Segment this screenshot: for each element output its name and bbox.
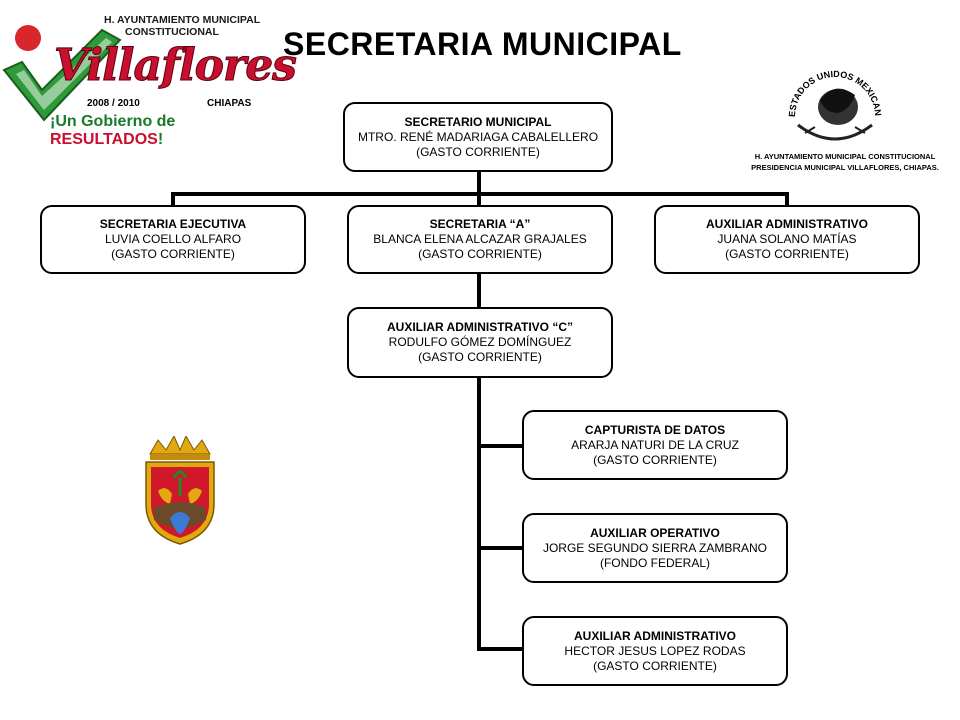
logo-slogan: ¡Un Gobierno de RESULTADOS!: [50, 113, 176, 148]
logo-line2: CONSTITUCIONAL: [125, 26, 219, 38]
org-box-secretaria-ejecutiva: SECRETARIA EJECUTIVA LUVIA COELLO ALFARO…: [40, 205, 306, 274]
connector-to-operativo: [477, 546, 523, 550]
connector-to-capturista: [477, 444, 523, 448]
org-box-capturista-de-datos: CAPTURISTA DE DATOS ARARJA NATURI DE LA …: [522, 410, 788, 480]
box-fund: (GASTO CORRIENTE): [593, 452, 717, 467]
box-title: SECRETARIA EJECUTIVA: [99, 217, 247, 231]
mexican-seal: ESTADOS UNIDOS MEXICANOS: [776, 47, 890, 155]
connector-vertical-branch: [477, 377, 481, 650]
connector-root-down: [477, 172, 481, 194]
box-fund: (GASTO CORRIENTE): [111, 247, 235, 261]
logo-state: CHIAPAS: [207, 98, 252, 109]
box-fund: (FONDO FEDERAL): [599, 555, 710, 570]
org-box-auxiliar-administrativo-bottom: AUXILIAR ADMINISTRATIVO HECTOR JESUS LOP…: [522, 616, 788, 686]
box-title: AUXILIAR ADMINISTRATIVO: [574, 628, 736, 643]
box-person: MTRO. RENÉ MADARIAGA CABALELLERO: [357, 129, 599, 144]
connector-drop-right: [785, 192, 789, 206]
box-fund: (GASTO CORRIENTE): [418, 350, 542, 364]
box-person: HECTOR JESUS LOPEZ RODAS: [564, 643, 746, 658]
org-box-secretario-municipal: SECRETARIO MUNICIPAL MTRO. RENÉ MADARIAG…: [343, 102, 613, 172]
connector-secA-to-auxC: [477, 273, 481, 308]
org-box-secretaria-a: SECRETARIA “A” BLANCA ELENA ALCAZAR GRAJ…: [347, 205, 613, 274]
logo-brand: Villaflores: [54, 40, 298, 92]
box-title: CAPTURISTA DE DATOS: [584, 422, 726, 437]
box-person: BLANCA ELENA ALCAZAR GRAJALES: [373, 232, 587, 246]
box-fund: (GASTO CORRIENTE): [725, 247, 849, 261]
villaflores-logo: H. AYUNTAMIENTO MUNICIPAL CONSTITUCIONAL…: [2, 12, 297, 148]
box-fund: (GASTO CORRIENTE): [418, 247, 542, 261]
chiapas-coat-of-arms-icon: [145, 436, 215, 545]
org-box-auxiliar-administrativo-top: AUXILIAR ADMINISTRATIVO JUANA SOLANO MAT…: [654, 205, 920, 274]
connector-to-admin-bottom: [477, 647, 523, 651]
seal-caption: H. AYUNTAMIENTO MUNICIPAL CONSTITUCIONAL…: [751, 152, 939, 172]
box-title: SECRETARIA “A”: [429, 217, 531, 231]
box-title: AUXILIAR OPERATIVO: [590, 525, 720, 540]
box-fund: (GASTO CORRIENTE): [593, 658, 717, 673]
page-title: SECRETARIA MUNICIPAL: [283, 26, 682, 62]
box-person: JORGE SEGUNDO SIERRA ZAMBRANO: [542, 540, 768, 555]
logo-years: 2008 / 2010: [87, 98, 140, 109]
logo-line1: H. AYUNTAMIENTO MUNICIPAL: [104, 14, 261, 26]
checkmark-logo-icon: [2, 25, 122, 122]
org-box-auxiliar-operativo: AUXILIAR OPERATIVO JORGE SEGUNDO SIERRA …: [522, 513, 788, 583]
box-person: ARARJA NATURI DE LA CRUZ: [571, 437, 739, 452]
org-box-auxiliar-administrativo-c: AUXILIAR ADMINISTRATIVO “C” RODULFO GÓME…: [347, 307, 613, 378]
box-fund: (GASTO CORRIENTE): [416, 144, 540, 159]
box-title: AUXILIAR ADMINISTRATIVO: [706, 217, 868, 231]
box-person: LUVIA COELLO ALFARO: [104, 232, 242, 246]
connector-drop-center: [477, 192, 481, 206]
box-title: AUXILIAR ADMINISTRATIVO “C”: [387, 320, 573, 334]
box-person: RODULFO GÓMEZ DOMÍNGUEZ: [388, 335, 572, 349]
eagle-seal-icon: ESTADOS UNIDOS MEXICANOS: [776, 47, 883, 141]
box-person: JUANA SOLANO MATÍAS: [717, 232, 857, 246]
connector-drop-left: [171, 192, 175, 206]
box-title: SECRETARIO MUNICIPAL: [404, 114, 552, 129]
